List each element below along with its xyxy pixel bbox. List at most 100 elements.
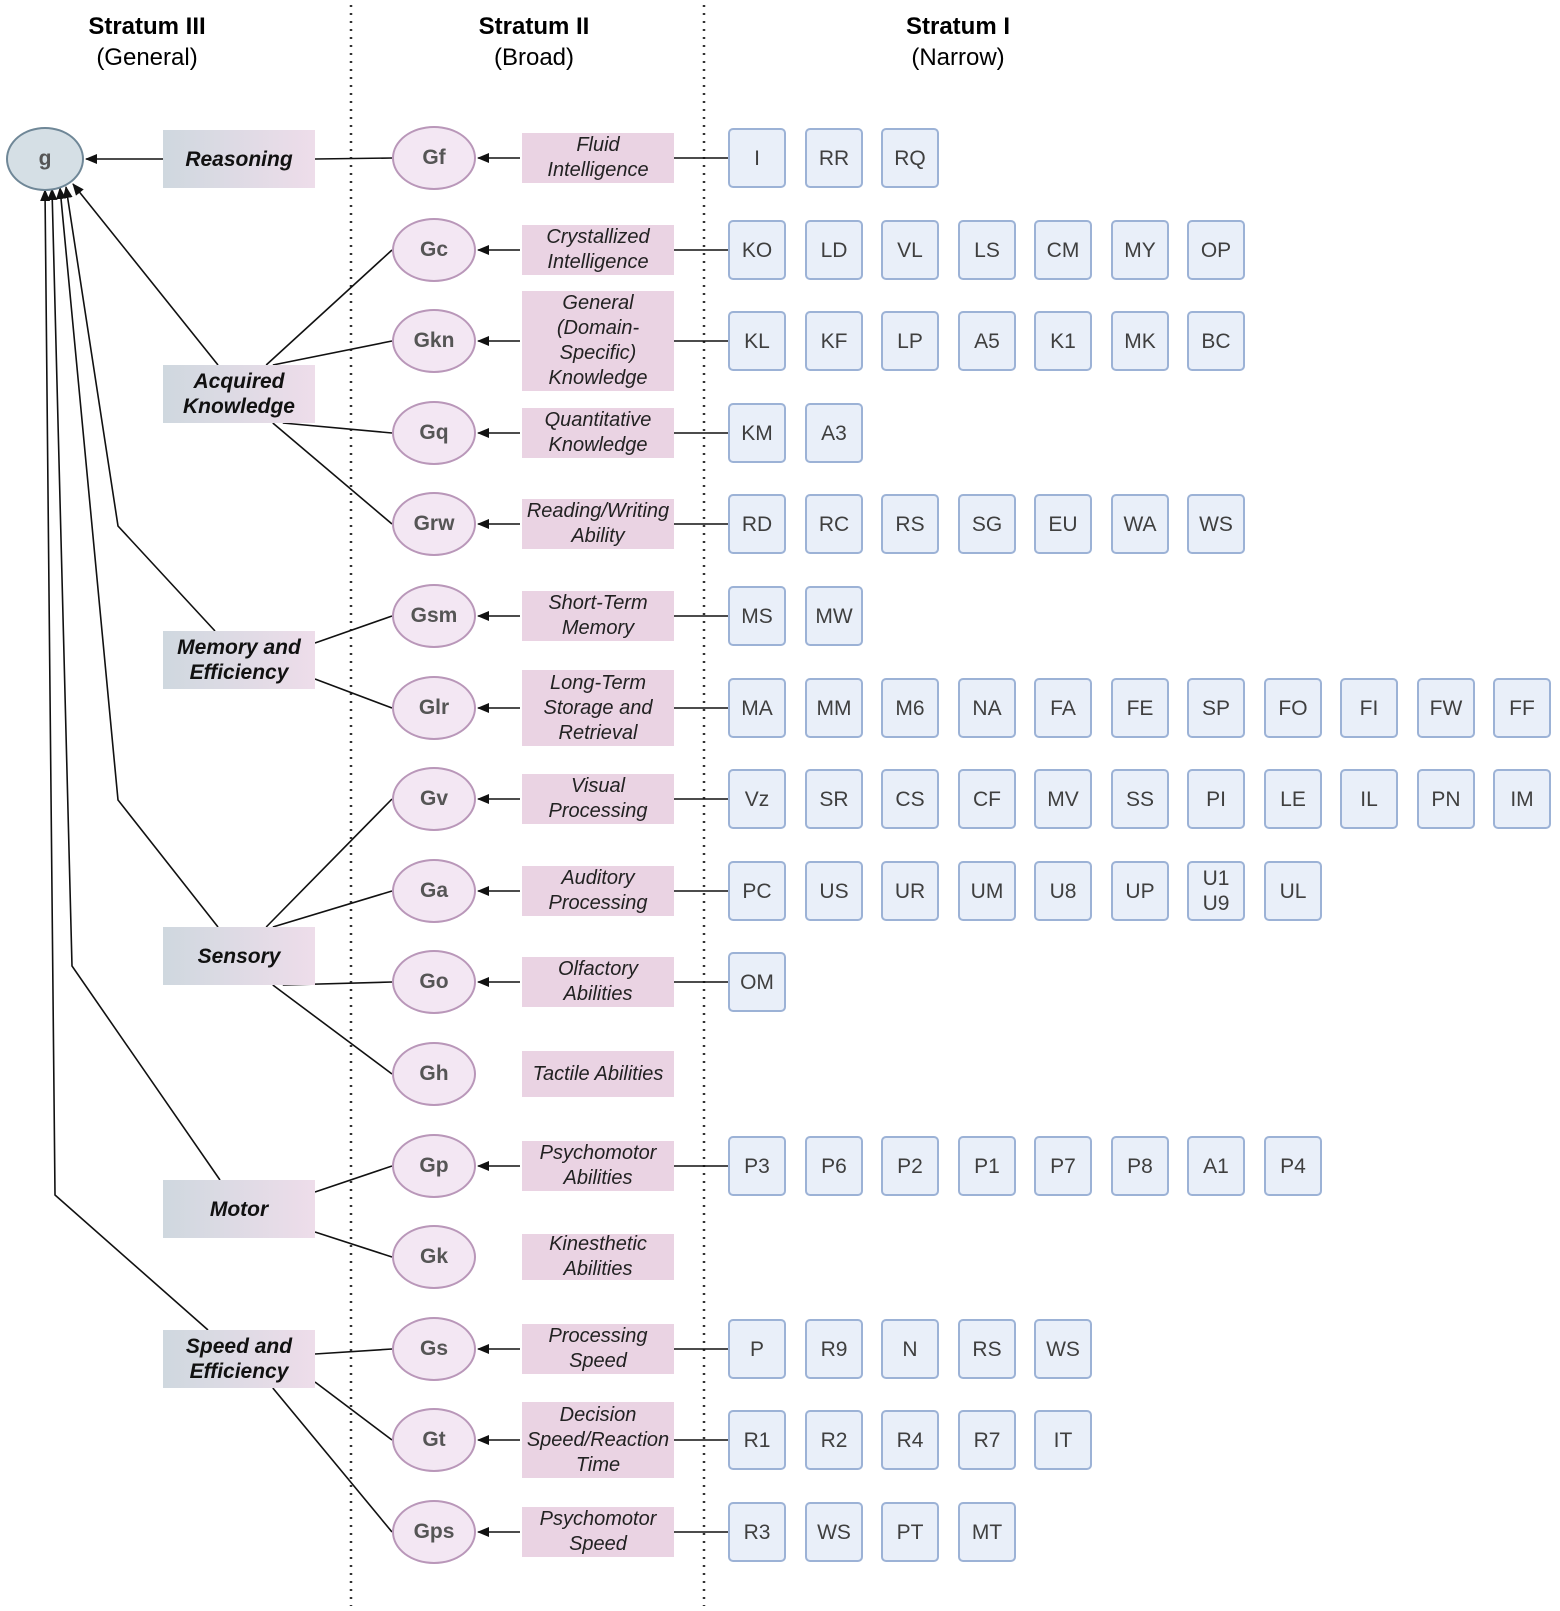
group-to-node-line xyxy=(314,1348,393,1355)
broad-ability-label-gq: Quantitative Knowledge xyxy=(522,408,674,458)
group-to-node-line xyxy=(272,422,393,525)
narrow-ability-box: MT xyxy=(958,1502,1016,1562)
group-to-node-line xyxy=(272,1387,393,1533)
narrow-ability-box: R1 xyxy=(728,1410,786,1470)
group-to-node-line xyxy=(265,249,393,366)
node-label: Gk xyxy=(419,1245,448,1268)
narrow-ability-box: R2 xyxy=(805,1410,863,1470)
narrow-ability-box: WS xyxy=(805,1502,863,1562)
node-label: Gf xyxy=(422,146,446,169)
narrow-ability-box: U1 U9 xyxy=(1187,861,1245,921)
narrow-ability-box: R3 xyxy=(728,1502,786,1562)
broad-ability-node-gk: Gk xyxy=(392,1225,476,1289)
group-to-g-arrow xyxy=(40,189,209,1331)
broad-ability-label-gf: Fluid Intelligence xyxy=(522,133,674,183)
narrow-ability-box: MA xyxy=(728,678,786,738)
narrow-ability-box: RS xyxy=(881,494,939,554)
narrow-ability-box: MY xyxy=(1111,220,1169,280)
narrow-ability-box: FE xyxy=(1111,678,1169,738)
group-to-node-line xyxy=(272,890,393,928)
broad-ability-label-gv: Visual Processing xyxy=(522,774,674,824)
narrow-ability-box: LD xyxy=(805,220,863,280)
narrow-ability-box: OM xyxy=(728,952,786,1012)
general-intelligence-node: g xyxy=(6,127,84,191)
narrow-ability-box: MV xyxy=(1034,769,1092,829)
broad-ability-node-gkn: Gkn xyxy=(392,309,476,373)
narrow-ability-box: MK xyxy=(1111,311,1169,371)
narrow-ability-box: IL xyxy=(1340,769,1398,829)
narrow-ability-box: M6 xyxy=(881,678,939,738)
narrow-ability-box: WA xyxy=(1111,494,1169,554)
narrow-ability-box: UR xyxy=(881,861,939,921)
node-label: Gt xyxy=(422,1428,446,1451)
stratum-title: Stratum III xyxy=(88,13,206,40)
group-to-node-line xyxy=(314,1381,393,1441)
broad-ability-node-gt: Gt xyxy=(392,1408,476,1472)
broad-ability-node-glr: Glr xyxy=(392,676,476,740)
narrow-ability-box: WS xyxy=(1034,1319,1092,1379)
narrow-ability-box: P7 xyxy=(1034,1136,1092,1196)
narrow-ability-box: P6 xyxy=(805,1136,863,1196)
narrow-ability-box: WS xyxy=(1187,494,1245,554)
narrow-ability-box: CS xyxy=(881,769,939,829)
narrow-ability-box: UP xyxy=(1111,861,1169,921)
group-to-g-arrow xyxy=(56,187,219,928)
narrow-ability-box: UM xyxy=(958,861,1016,921)
narrow-ability-box: MW xyxy=(805,586,863,646)
narrow-ability-box: OP xyxy=(1187,220,1245,280)
narrow-ability-box: RC xyxy=(805,494,863,554)
narrow-ability-box: K1 xyxy=(1034,311,1092,371)
narrow-ability-box: I xyxy=(728,128,786,188)
node-label: Glr xyxy=(418,696,450,719)
broad-ability-node-gh: Gh xyxy=(392,1042,476,1106)
group-to-node-line xyxy=(314,1231,393,1258)
narrow-ability-box: FW xyxy=(1417,678,1475,738)
narrow-ability-box: A1 xyxy=(1187,1136,1245,1196)
node-label: Ga xyxy=(419,879,448,902)
node-label: Grw xyxy=(413,512,455,535)
narrow-ability-box: EU xyxy=(1034,494,1092,554)
narrow-ability-box: CM xyxy=(1034,220,1092,280)
stratum-3-header: Stratum III (General) xyxy=(0,11,297,73)
group-to-g-arrow xyxy=(62,186,216,632)
broad-ability-node-grw: Grw xyxy=(392,492,476,556)
group-to-node-line xyxy=(314,615,393,644)
narrow-ability-box: N xyxy=(881,1319,939,1379)
narrow-ability-box: A5 xyxy=(958,311,1016,371)
group-to-node-line xyxy=(272,340,393,366)
broad-ability-label-gk: Kinesthetic Abilities xyxy=(522,1233,674,1280)
stratum-title: Stratum II xyxy=(478,13,590,40)
broad-ability-label-ga: Auditory Processing xyxy=(522,866,674,916)
narrow-ability-box: P3 xyxy=(728,1136,786,1196)
broad-ability-node-gv: Gv xyxy=(392,767,476,831)
narrow-ability-box: RD xyxy=(728,494,786,554)
narrow-ability-box: KL xyxy=(728,311,786,371)
narrow-ability-box: FA xyxy=(1034,678,1092,738)
stratum-2-header: Stratum II (Broad) xyxy=(384,11,684,73)
broad-ability-node-gps: Gps xyxy=(392,1500,476,1564)
narrow-ability-box: MS xyxy=(728,586,786,646)
narrow-ability-box: VL xyxy=(881,220,939,280)
node-label: Gkn xyxy=(413,329,455,352)
narrow-ability-box: KM xyxy=(728,403,786,463)
narrow-ability-box: SS xyxy=(1111,769,1169,829)
node-label: Gsm xyxy=(410,604,458,627)
group-to-node-line xyxy=(314,157,393,160)
broad-ability-node-gs: Gs xyxy=(392,1317,476,1381)
narrow-ability-box: PN xyxy=(1417,769,1475,829)
node-label: g xyxy=(38,147,52,170)
narrow-ability-box: RS xyxy=(958,1319,1016,1379)
narrow-ability-box: US xyxy=(805,861,863,921)
group-motor: Motor xyxy=(163,1180,315,1238)
narrow-ability-box: RR xyxy=(805,128,863,188)
narrow-ability-box: LE xyxy=(1264,769,1322,829)
group-to-node-line xyxy=(272,984,393,1075)
broad-ability-label-gs: Processing Speed xyxy=(522,1324,674,1374)
narrow-ability-box: SP xyxy=(1187,678,1245,738)
group-to-g-arrow xyxy=(72,183,219,366)
narrow-ability-box: FF xyxy=(1493,678,1551,738)
narrow-ability-box: RQ xyxy=(881,128,939,188)
narrow-ability-box: A3 xyxy=(805,403,863,463)
narrow-ability-box: LS xyxy=(958,220,1016,280)
stratum-1-header: Stratum I (Narrow) xyxy=(808,11,1108,73)
